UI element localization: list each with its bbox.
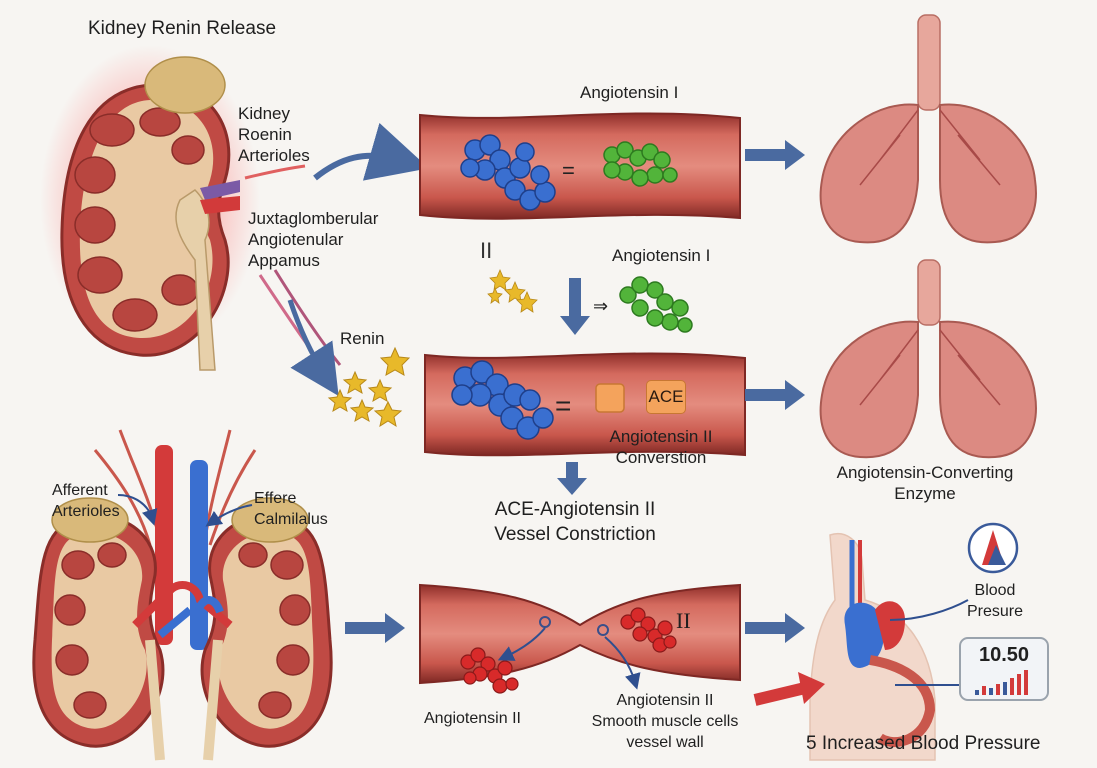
enzyme-label: Angiotensin-Converting Enzyme xyxy=(836,463,1014,503)
renin-label: Renin xyxy=(340,329,385,348)
efferent-label: Effere Calmilalus xyxy=(254,490,328,528)
red-increase-arrow xyxy=(753,682,807,706)
top-blood-vessel-icon: = xyxy=(419,112,741,220)
blood-pressure-label: Blood Presure xyxy=(966,582,1024,620)
angiotensin-i-label-mid: Angiotensin I xyxy=(612,246,711,265)
constricted-blood-vessel-icon xyxy=(419,583,741,694)
svg-text:=: = xyxy=(555,390,571,421)
top-lungs-icon xyxy=(819,14,1037,244)
svg-text:⇒: ⇒ xyxy=(593,296,608,316)
diagram-title: Kidney Renin Release xyxy=(88,18,277,39)
roman-two-label: II xyxy=(676,608,691,633)
angiotensin-ii-molecule-icon xyxy=(460,607,677,694)
kidney-label: Kidney Roenin Arterioles xyxy=(238,104,310,165)
top-kidney-icon xyxy=(40,45,260,371)
renin-stars-icon xyxy=(327,346,411,428)
juxtaglomerular-label: Juxtaglomberular Angiotenular Appamus xyxy=(248,209,379,270)
efferent-pointer xyxy=(205,504,253,527)
arrow-to-renin xyxy=(287,299,339,396)
logo-icon xyxy=(967,522,1019,574)
angiotensin-i-molecule-icon xyxy=(603,141,678,187)
parallel-mark: II xyxy=(480,238,492,263)
bottom-kidneys-icon xyxy=(32,429,333,761)
converting-enzyme-block-icon xyxy=(595,383,625,413)
small-renin-stars-icon xyxy=(487,268,538,313)
increased-blood-pressure-label: 5 Increased Blood Pressure xyxy=(806,733,1041,754)
ace-enzyme-box: ACE xyxy=(646,380,686,414)
angiotensin-ii-label-bottom: Angiotensin II xyxy=(424,710,521,727)
afferent-label: Afferent Arterioles xyxy=(52,482,120,520)
angiotensin-i-molecule-icon-mid xyxy=(619,276,693,333)
angiotensin-i-label-top: Angiotensin I xyxy=(580,83,679,102)
smooth-muscle-label: Angiotensin II Smooth muscle cells vesse… xyxy=(591,692,739,751)
middle-lungs-icon xyxy=(819,259,1037,459)
arrow-to-vessel-top xyxy=(313,122,429,181)
conversion-label: Angiotensin II Converstion xyxy=(609,427,713,467)
svg-text:=: = xyxy=(562,158,575,183)
angiotensinogen-molecule-icon xyxy=(460,134,556,211)
human-torso-icon xyxy=(809,533,969,761)
blood-pressure-monitor-icon xyxy=(959,637,1049,701)
blood-pressure-value: 10.50 xyxy=(978,644,1030,666)
ace-angiotensin-label: ACE-Angiotensin II Vessel Constriction xyxy=(494,499,656,545)
afferent-pointer xyxy=(117,494,158,526)
middle-blood-vessel-icon: = xyxy=(424,352,746,457)
